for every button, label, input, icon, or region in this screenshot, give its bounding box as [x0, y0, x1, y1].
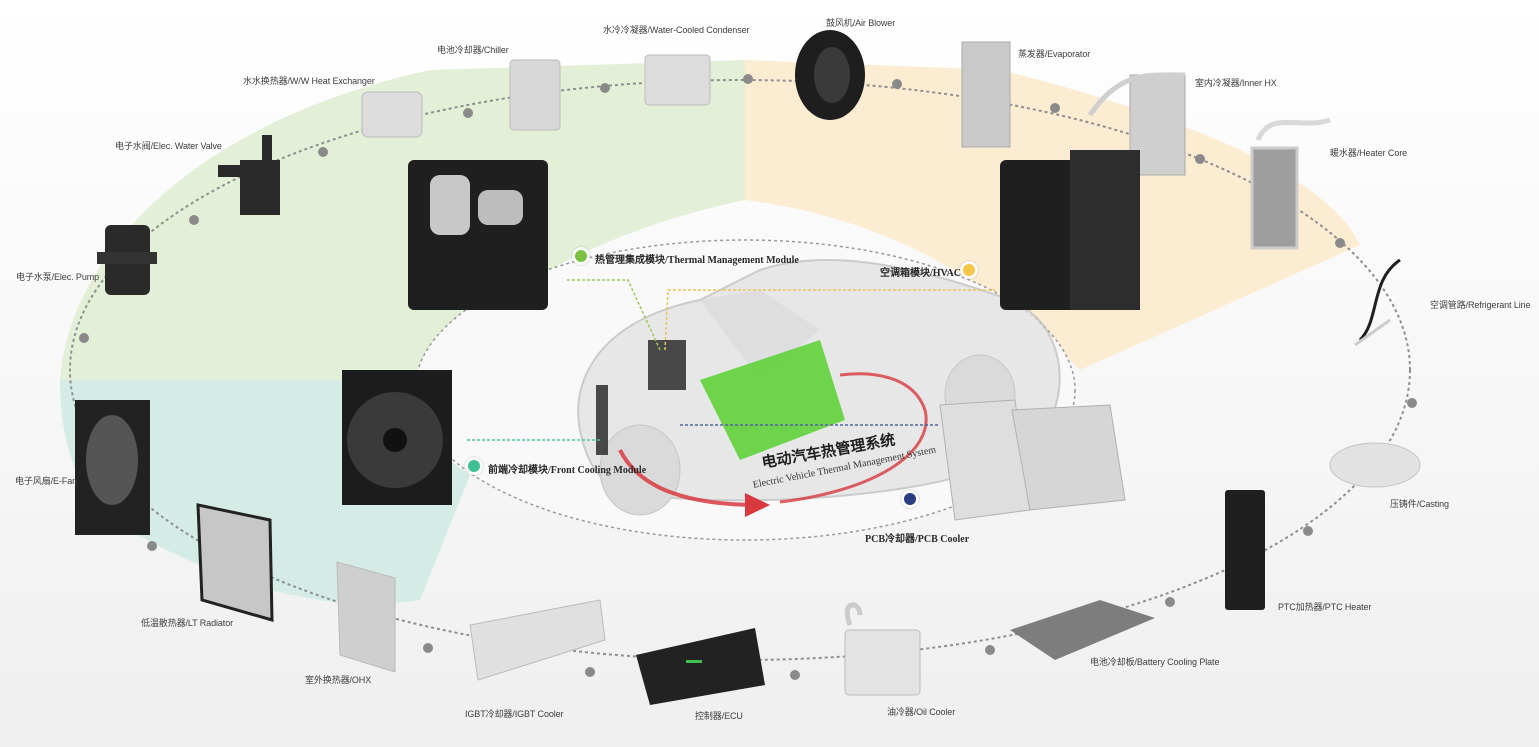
oil-cooler-label: 油冷器/Oil Cooler	[887, 707, 956, 717]
ring-dot	[318, 147, 328, 157]
casting-icon	[1329, 442, 1421, 488]
elec-pump-icon	[97, 225, 157, 295]
ptc-heater-icon	[1225, 490, 1265, 610]
ohx-icon	[336, 561, 396, 673]
ring-dot	[423, 643, 433, 653]
ring-dot	[1165, 597, 1175, 607]
refrigerant-line-icon	[1354, 258, 1401, 347]
heater-core-icon	[1250, 117, 1331, 250]
thermal-management-module-icon	[408, 160, 548, 310]
ring-dot	[189, 215, 199, 225]
front-cooling-module-dot	[468, 460, 480, 472]
casting-label: 压铸件/Casting	[1390, 499, 1449, 509]
ring-dot	[743, 74, 753, 84]
thermal-management-module-label: 热管理集成模块/Thermal Management Module	[595, 255, 799, 266]
igbt-cooler-icon	[469, 599, 606, 681]
car-front-module	[648, 340, 686, 390]
thermal-management-sector	[60, 60, 745, 380]
ring-dot	[1195, 154, 1205, 164]
water-cooled-condenser-label: 水冷冷凝器/Water-Cooled Condenser	[603, 25, 750, 35]
elec-water-valve-label: 电子水阀/Elec. Water Valve	[115, 141, 222, 151]
chiller-label: 电池冷却器/Chiller	[437, 45, 509, 55]
ring-dot	[463, 108, 473, 118]
ecu-label: 控制器/ECU	[695, 711, 743, 721]
ring-dot	[79, 333, 89, 343]
battery-cooling-plate-icon	[1010, 600, 1155, 660]
evaporator-label: 蒸发器/Evaporator	[1018, 49, 1091, 59]
battery-pack	[700, 340, 845, 460]
evaporator-icon	[961, 41, 1011, 148]
oil-cooler-icon	[844, 602, 921, 696]
outer-ring	[69, 79, 1411, 661]
ring-dot	[1050, 103, 1060, 113]
ww-heat-exchanger-icon	[361, 91, 423, 138]
battery-cooling-plate-label: 电池冷却板/Battery Cooling Plate	[1090, 657, 1220, 667]
ring-dot	[985, 645, 995, 655]
e-fan-icon	[75, 400, 150, 535]
refrigerant-line-label: 空调管路/Refrigerant Line	[1430, 300, 1531, 310]
ring-dot	[1303, 526, 1313, 536]
igbt-cooler-label: IGBT冷却器/IGBT Cooler	[465, 709, 564, 719]
front-cooling-module-label: 前端冷却模块/Front Cooling Module	[488, 465, 647, 476]
ring-dot	[892, 79, 902, 89]
front-cooling-module-icon	[342, 370, 452, 505]
hvac-module-dot	[963, 264, 975, 276]
ptc-heater-label: PTC加热器/PTC Heater	[1278, 602, 1372, 612]
lt-radiator-label: 低温散热器/LT Radiator	[141, 618, 233, 628]
ring-dots	[79, 74, 1417, 680]
ring-dot	[1335, 238, 1345, 248]
ring-dot	[600, 83, 610, 93]
hvac-module-icon	[1000, 150, 1140, 310]
chiller-icon	[509, 59, 561, 131]
ring-dot	[790, 670, 800, 680]
pcb-cooler-dot	[904, 493, 916, 505]
ring-dot	[147, 541, 157, 551]
elec-water-valve-icon	[218, 135, 280, 215]
water-cooled-condenser-icon	[644, 54, 711, 106]
e-fan-label: 电子风扇/E-Fan	[15, 476, 78, 486]
ww-heat-exchanger-label: 水水换热器/W/W Heat Exchanger	[243, 76, 375, 86]
lt-radiator-icon	[196, 503, 274, 623]
inner-hx-icon	[1087, 72, 1186, 176]
inner-hx-label: 室内冷凝器/Inner HX	[1195, 78, 1277, 88]
cycle-arrow	[618, 449, 761, 507]
hvac-module-label: 空调箱模块/HVAC	[880, 268, 961, 279]
air-blower-label: 鼓风机/Air Blower	[826, 18, 896, 28]
cycle-arrow-head	[745, 493, 770, 517]
pcb-cooler-icon	[939, 399, 1126, 521]
heater-core-label: 暖水器/Heater Core	[1330, 148, 1408, 158]
ring-dot	[1407, 398, 1417, 408]
air-blower-icon	[795, 30, 865, 120]
ecu-icon	[636, 628, 765, 705]
cycle-arrow-return	[779, 372, 928, 504]
ohx-label: 室外换热器/OHX	[305, 675, 372, 685]
arrow-to-thermal-module	[565, 279, 661, 351]
arrow-to-hvac	[664, 289, 995, 351]
elec-pump-label: 电子水泵/Elec. Pump	[16, 272, 100, 282]
thermal-management-module-dot	[575, 250, 587, 262]
pcb-cooler-label: PCB冷却器/PCB Cooler	[865, 534, 970, 545]
car-front-radiator	[596, 385, 608, 455]
ring-dot	[585, 667, 595, 677]
